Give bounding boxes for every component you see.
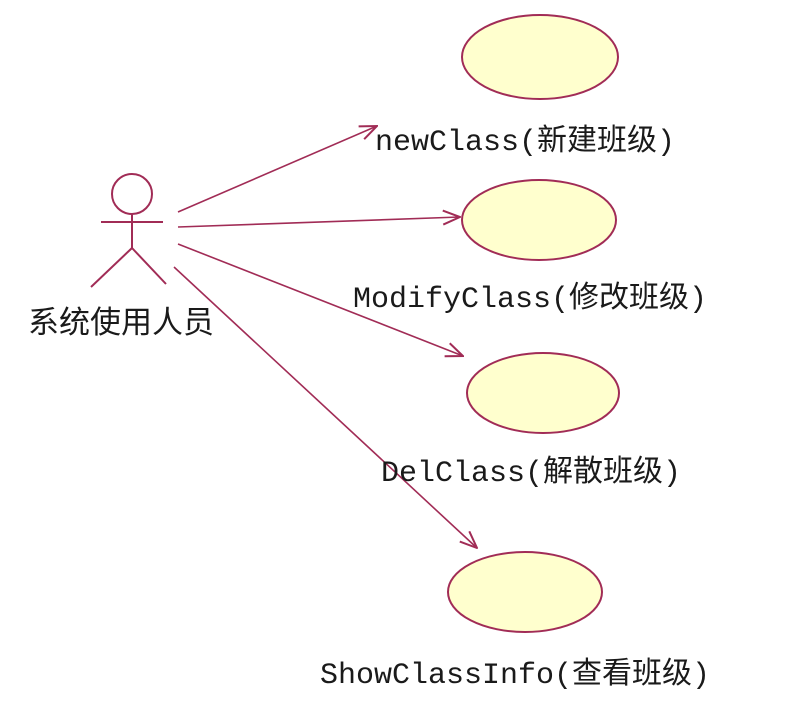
actor-label: 系统使用人员 — [28, 306, 214, 343]
association-line — [173, 266, 477, 548]
actor-head-icon — [111, 173, 153, 215]
association-line — [177, 126, 377, 213]
usecase-ellipse-newclass — [461, 14, 619, 100]
association-actor-newclass — [177, 126, 377, 213]
association-line — [177, 217, 460, 228]
association-line — [177, 243, 463, 356]
usecase-label-modifyclass: ModifyClass(修改班级) — [353, 281, 707, 317]
usecase-label-showclassinfo: ShowClassInfo(查看班级) — [320, 657, 710, 693]
association-actor-delclass — [177, 243, 463, 356]
actor-figure — [90, 173, 167, 288]
usecase-ellipse-delclass — [466, 352, 620, 434]
association-actor-modifyclass — [177, 217, 460, 228]
usecase-label-delclass: DelClass(解散班级) — [381, 455, 681, 491]
usecase-label-newclass: newClass(新建班级) — [375, 124, 675, 160]
actor-left-leg — [90, 247, 133, 288]
usecase-ellipse-showclassinfo — [447, 551, 603, 633]
actor-right-leg — [131, 247, 167, 285]
usecase-ellipse-modifyclass — [461, 179, 617, 261]
association-actor-showclassinfo — [173, 266, 477, 548]
